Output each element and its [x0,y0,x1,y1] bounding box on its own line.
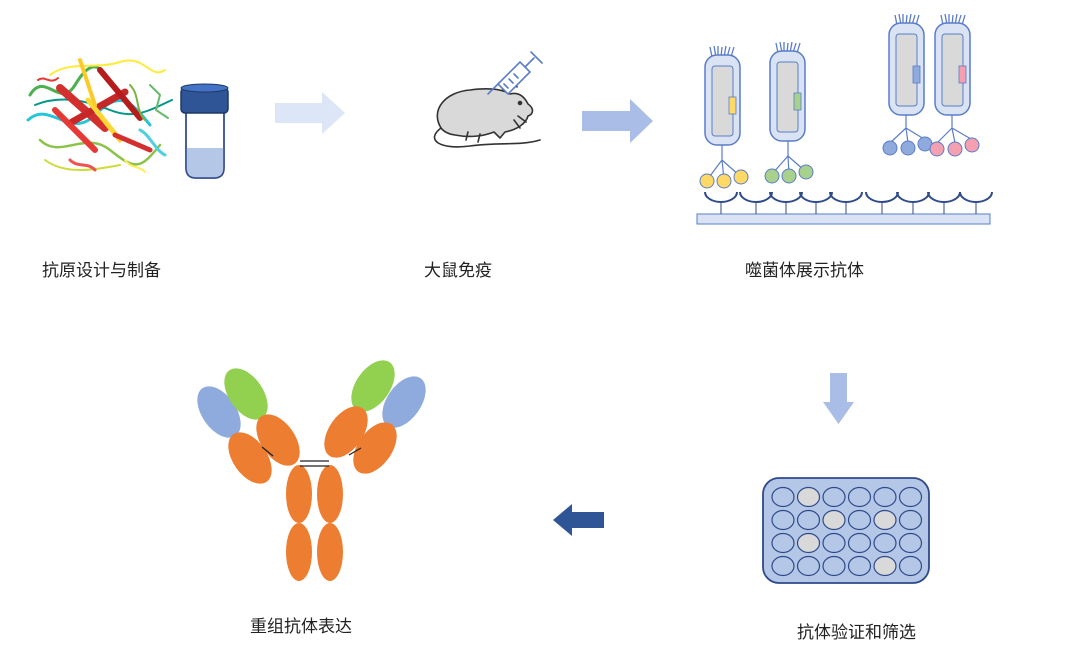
well [796,532,821,554]
well [847,555,872,577]
phage-display-panel [696,13,993,225]
step-label-recombinant: 重组抗体表达 [250,617,352,637]
well [873,532,897,554]
well [898,532,923,554]
phage-2 [764,41,814,184]
step-label-immunization: 大鼠免疫 [424,261,492,281]
step-label-antigen: 抗原设计与制备 [42,261,161,281]
rat-icon [433,81,541,148]
well [873,555,897,577]
well [847,532,872,554]
well [898,555,923,577]
well [771,532,795,554]
well [822,486,846,508]
step-label-phage-display: 噬菌体展示抗体 [745,261,864,281]
syringe-icon [487,51,543,96]
phage-1 [699,45,749,189]
well [771,486,795,508]
well [796,555,821,577]
well [898,509,923,531]
well [796,509,821,531]
well [771,555,795,577]
well [822,532,846,554]
step-label-validation: 抗体验证和筛选 [797,623,916,643]
phage-4 [929,13,980,157]
arrow-left [553,504,604,536]
test-tube-icon [180,83,229,179]
arrow-right-2 [582,99,653,143]
well [873,509,897,531]
well [847,486,872,508]
well [898,486,923,508]
arrow-down [823,373,854,424]
arrow-right-1 [275,92,345,134]
well-plate-icon [762,477,930,584]
well [796,486,821,508]
well [822,509,846,531]
antibody-icon [197,360,426,581]
well [847,509,872,531]
well [822,555,846,577]
well [873,486,897,508]
protein-structure-icon [26,58,173,173]
phage-3 [882,13,933,156]
well [771,509,795,531]
